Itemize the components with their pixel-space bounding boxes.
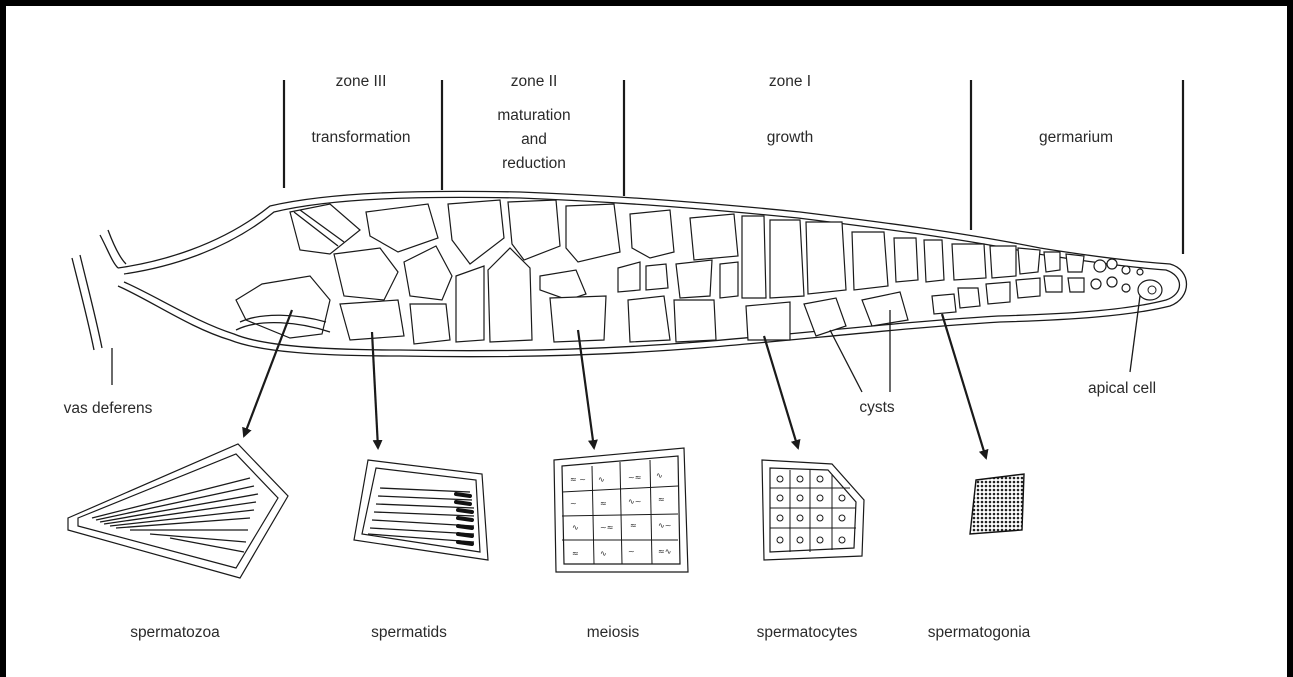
svg-text:∿: ∿ xyxy=(656,471,663,480)
svg-text:∿: ∿ xyxy=(598,475,605,484)
meiosis-label: meiosis xyxy=(587,624,640,641)
maturation-label: maturation xyxy=(497,107,570,124)
spermatogonia-inset xyxy=(970,474,1024,534)
svg-text:~: ~ xyxy=(628,547,635,556)
apical-cell xyxy=(1138,280,1162,300)
cyst-cells xyxy=(236,200,1162,344)
vas-deferens-label: vas deferens xyxy=(64,400,153,417)
reduction-label: reduction xyxy=(502,155,566,172)
svg-text:~≈: ~≈ xyxy=(628,473,641,482)
zone-2-label: zone II xyxy=(511,73,558,90)
svg-text:∿~: ∿~ xyxy=(628,497,641,506)
transformation-label: transformation xyxy=(311,129,410,146)
svg-text:≈: ≈ xyxy=(572,549,579,558)
spermatozoa-label: spermatozoa xyxy=(130,624,220,641)
spermatogonia-label: spermatogonia xyxy=(928,624,1031,641)
svg-text:~: ~ xyxy=(570,499,577,508)
cysts-label: cysts xyxy=(859,399,895,416)
maturation-and-label: and xyxy=(521,131,547,148)
apical-cell-label: apical cell xyxy=(1088,380,1156,397)
zone-3-label: zone III xyxy=(336,73,387,90)
germarium-label: germarium xyxy=(1039,129,1113,146)
growth-label: growth xyxy=(767,129,814,146)
meiosis-inset: ≈ ~∿~≈∿ ~≈∿~≈ ∿~≈≈∿~ ≈∿~≈∿ xyxy=(554,448,688,572)
svg-text:~≈: ~≈ xyxy=(600,523,613,532)
spermatocytes-inset xyxy=(762,460,864,560)
svg-text:≈ ~: ≈ ~ xyxy=(570,475,586,484)
svg-text:∿~: ∿~ xyxy=(658,521,671,530)
svg-text:≈: ≈ xyxy=(630,521,637,530)
spermatids-label: spermatids xyxy=(371,624,447,641)
svg-text:≈: ≈ xyxy=(600,499,607,508)
svg-text:≈: ≈ xyxy=(658,495,665,504)
svg-text:≈∿: ≈∿ xyxy=(658,547,671,556)
zone-1-label: zone I xyxy=(769,73,811,90)
spermatozoa-inset xyxy=(68,444,288,578)
svg-text:∿: ∿ xyxy=(572,523,579,532)
vas-deferens-tubes xyxy=(72,230,126,385)
spermatids-inset xyxy=(354,460,488,560)
svg-text:∿: ∿ xyxy=(600,549,607,558)
spermatocytes-label: spermatocytes xyxy=(757,624,858,641)
